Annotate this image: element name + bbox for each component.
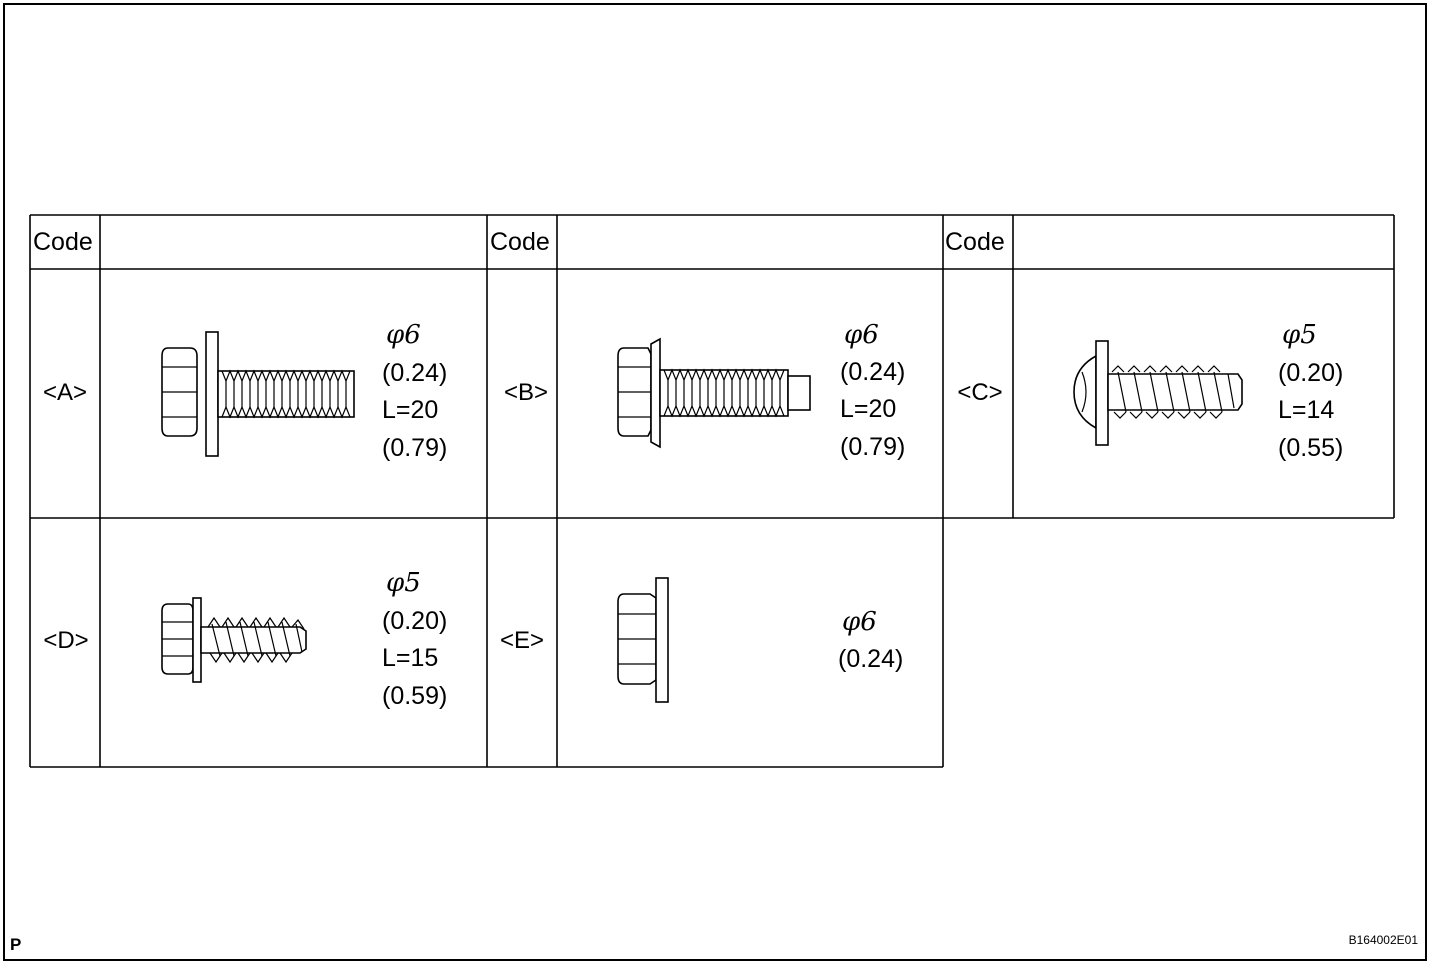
dim-e-1: (0.24) <box>838 645 903 673</box>
pan-head-tapping-screw-icon <box>1073 340 1243 446</box>
diameter-b: φ6 <box>844 320 879 350</box>
code-header-1: Code <box>33 228 93 256</box>
part-code-d: <D> <box>43 627 88 654</box>
part-code-e: <E> <box>500 627 544 654</box>
flange-nut-icon <box>617 577 669 703</box>
figure-id: B164002E01 <box>1349 933 1419 947</box>
dim-c-2: L=14 <box>1278 396 1334 424</box>
dim-d-3: (0.59) <box>382 682 447 710</box>
dim-a-3: (0.79) <box>382 434 447 462</box>
hex-bolt-with-washer-icon <box>161 331 355 457</box>
page-border <box>3 3 1427 961</box>
dim-b-3: (0.79) <box>840 433 905 461</box>
dim-d-2: L=15 <box>382 644 438 672</box>
diameter-c: φ5 <box>1282 320 1317 350</box>
dim-d-1: (0.20) <box>382 607 447 635</box>
dim-c-3: (0.55) <box>1278 434 1343 462</box>
diameter-d: φ5 <box>386 568 421 598</box>
hex-tapping-screw-with-washer-icon <box>161 597 307 683</box>
dim-b-1: (0.24) <box>840 358 905 386</box>
diameter-a: φ6 <box>386 320 421 350</box>
diameter-e: φ6 <box>842 607 877 637</box>
part-code-b: <B> <box>504 379 548 406</box>
flange-bolt-with-pilot-icon <box>617 337 811 449</box>
corner-label: P <box>10 935 21 954</box>
part-code-c: <C> <box>957 379 1002 406</box>
dim-a-2: L=20 <box>382 396 438 424</box>
code-header-3: Code <box>945 228 1005 256</box>
code-header-2: Code <box>490 228 550 256</box>
part-code-a: <A> <box>43 379 87 406</box>
dim-c-1: (0.20) <box>1278 359 1343 387</box>
dim-a-1: (0.24) <box>382 359 447 387</box>
parts-table <box>29 214 1395 768</box>
dim-b-2: L=20 <box>840 395 896 423</box>
